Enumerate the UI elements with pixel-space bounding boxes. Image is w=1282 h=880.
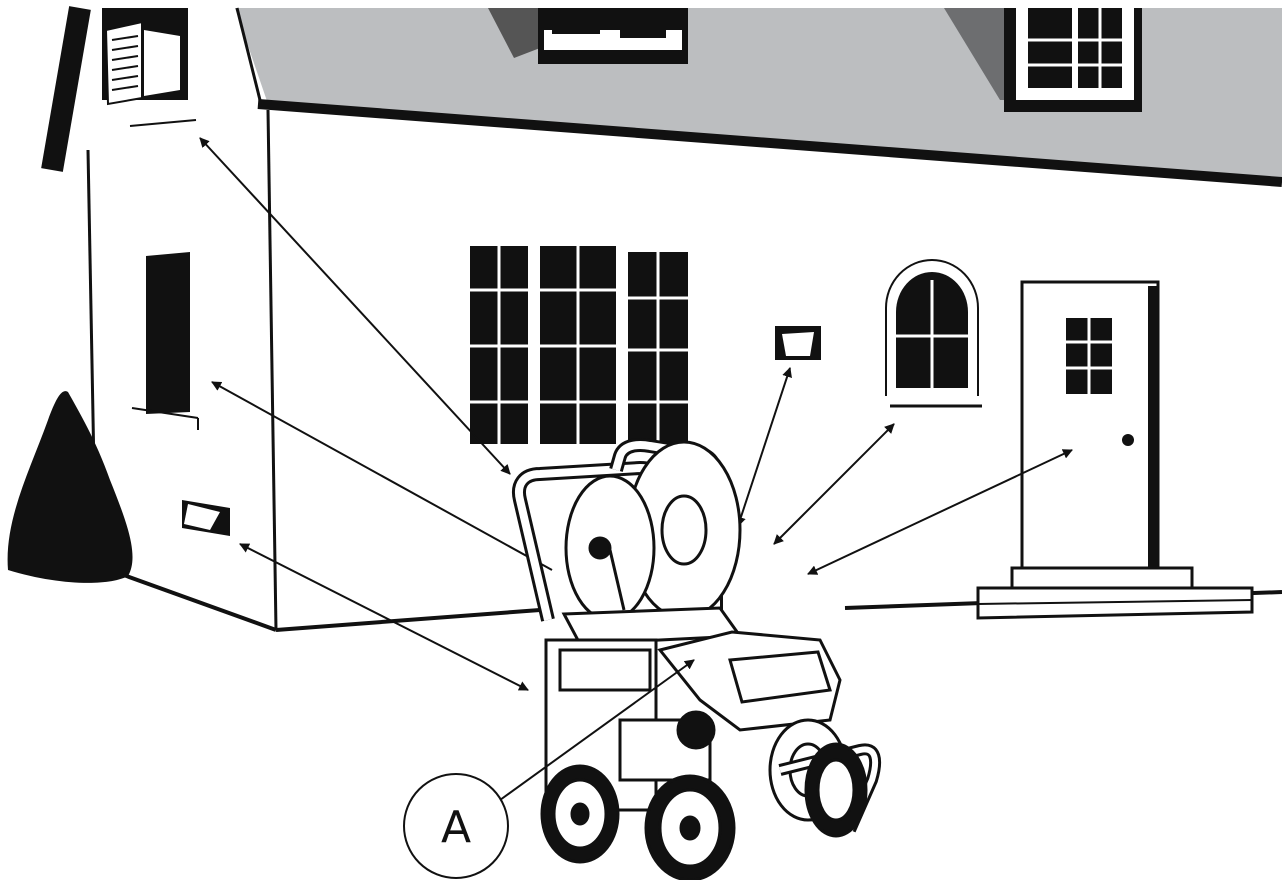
shrub: [7, 391, 133, 583]
arrow-to-side-window: [211, 381, 553, 571]
gable-roof-edge: [41, 6, 91, 172]
pressure-washer-icon: [512, 438, 882, 880]
side-window: [131, 252, 199, 430]
callout-leader: [499, 659, 695, 801]
callout-label: A: [441, 802, 471, 853]
door-steps: [976, 566, 1254, 620]
arrow-to-door: [807, 449, 1073, 575]
side-basement-vent: [182, 500, 230, 536]
washer-wheels: [540, 742, 868, 880]
arrow-to-arched-window: [773, 423, 895, 545]
left-wall-edge: [86, 149, 96, 471]
dormer-window-right: [944, 8, 1142, 112]
roof-eave-line: [257, 99, 1282, 187]
arched-window: [885, 259, 982, 408]
front-door: [1020, 280, 1160, 572]
arrow-to-front-vent: [736, 367, 792, 527]
clearance-arrows: [199, 137, 1073, 691]
triple-window: [470, 246, 688, 444]
gable-right-edge: [235, 7, 262, 101]
house-corner-edge: [266, 109, 278, 631]
front-ground-line: [275, 608, 541, 632]
attic-vent: [102, 8, 197, 127]
front-wall-vent: [775, 326, 821, 360]
callout-a: A: [403, 659, 695, 879]
arrow-to-basement-vent: [239, 543, 529, 691]
dormer-window-left: [488, 8, 688, 64]
callout-circle: [403, 773, 509, 879]
arrow-to-attic-vent: [199, 137, 511, 475]
